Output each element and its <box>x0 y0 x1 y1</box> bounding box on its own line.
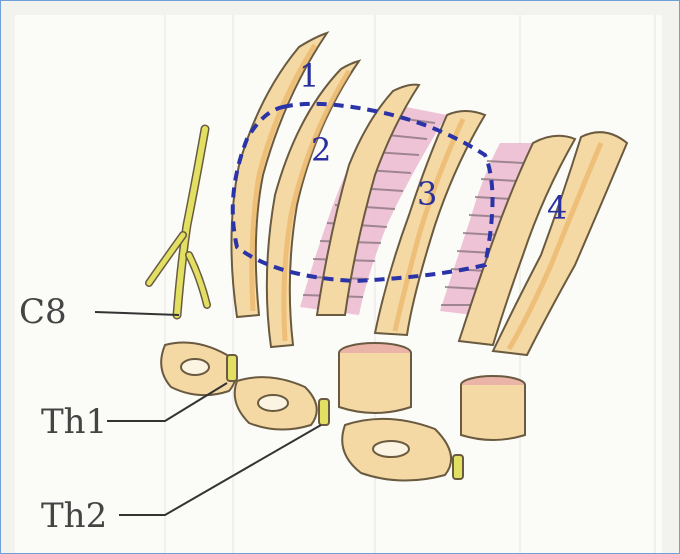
rib-number-2: 2 <box>311 131 331 169</box>
label-c8: C8 <box>19 292 67 332</box>
vertebra-c7 <box>161 343 235 396</box>
vertebral-body-2 <box>461 376 525 440</box>
brachial-plexus-nerves <box>149 129 207 315</box>
sketch-paper: 1 2 3 4 C8 Th1 Th2 <box>15 15 662 553</box>
vertebra-th2 <box>342 419 451 481</box>
rib-number-1: 1 <box>299 57 319 95</box>
label-th2: Th2 <box>41 496 107 536</box>
vertebral-body-1 <box>339 343 411 413</box>
rib-number-4: 4 <box>547 189 567 227</box>
label-th1: Th1 <box>41 402 107 442</box>
vertebra-th1 <box>235 377 317 429</box>
rib-number-3: 3 <box>417 175 437 213</box>
anatomy-sketch: 1 2 3 4 C8 Th1 Th2 <box>15 15 662 553</box>
